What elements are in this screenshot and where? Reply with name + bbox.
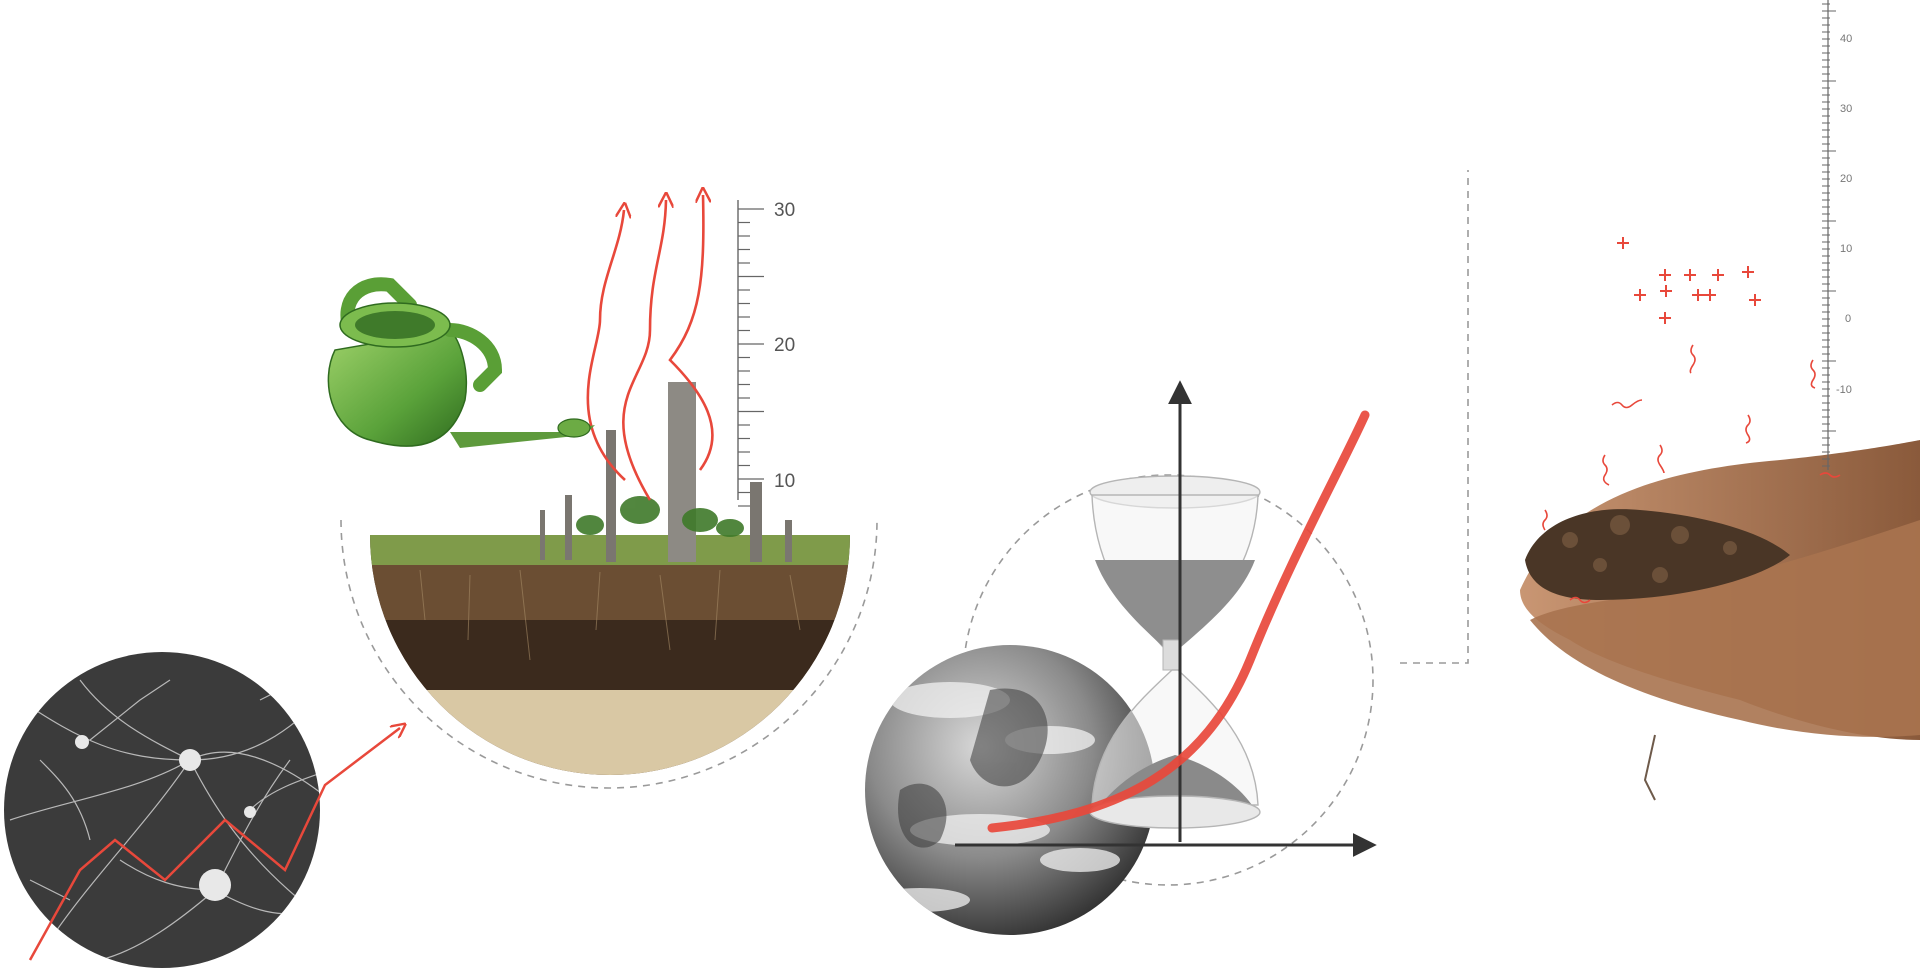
scale-right-label-minus-10: -10 [1836,384,1852,396]
hourglass-icon [1089,475,1261,829]
fungal-network-icon [4,652,320,968]
plus-sign [1659,312,1671,324]
plus-sign [1634,289,1646,301]
vineyard-posts [540,382,792,562]
scale-right-label-10: 10 [1840,243,1852,255]
hands-with-soil-icon [1520,440,1920,801]
plus-sign [1704,289,1716,301]
scale-right-label-40: 40 [1840,33,1852,45]
plus-sign [1659,269,1671,281]
dashed-ring-soil [340,519,878,789]
scale-soil-label-10: 10 [774,471,795,492]
plus-sign [1617,237,1629,249]
scale-soil: 30 20 10 [737,200,795,507]
plus-sign [1712,269,1724,281]
plus-sign [1660,285,1672,297]
dashed-connector [1400,170,1469,664]
scale-soil-label-20: 20 [774,335,795,356]
scale-right-label-30: 30 [1840,103,1852,115]
squiggles [1542,344,1841,604]
scale-right-label-20: 20 [1840,173,1852,185]
plus-signs [1617,237,1761,324]
scale-right-label-0: 0 [1845,313,1851,325]
plus-sign [1742,266,1754,278]
plus-sign [1692,289,1704,301]
exponential-curve [987,410,1370,833]
plus-sign [1684,269,1696,281]
plus-sign [1749,294,1761,306]
rising-trend-line [28,728,400,961]
watering-can-icon [327,277,595,448]
scale-right: 40 30 20 10 0 -10 [1822,0,1852,470]
evaporation-arrows [586,195,714,501]
scale-soil-label-30: 30 [774,200,795,221]
soil-profile-icon [370,535,850,775]
globe-icon [865,645,1155,935]
